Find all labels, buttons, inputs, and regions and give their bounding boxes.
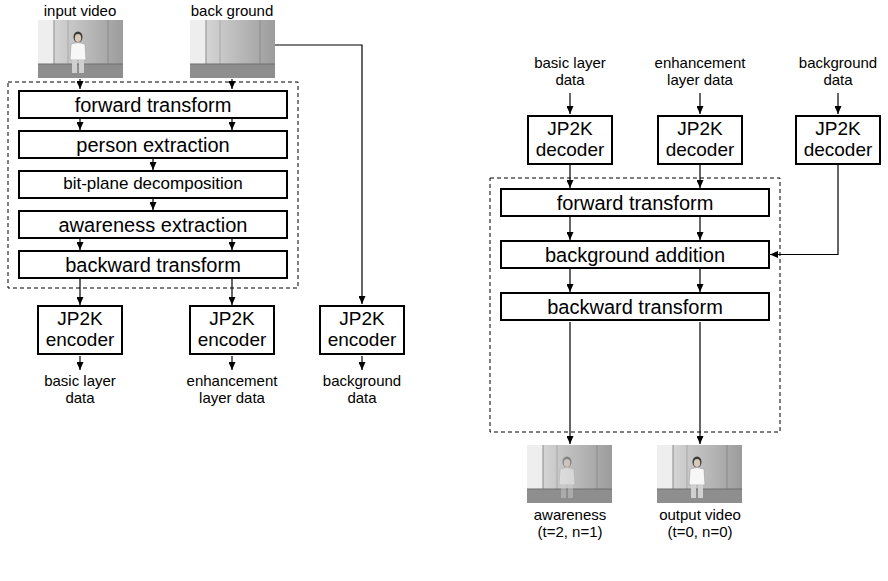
- process-box: awareness extraction: [18, 210, 288, 239]
- flow-arrow: [79, 119, 80, 130]
- flow-arrow: [569, 322, 570, 444]
- background-frame: [190, 20, 275, 78]
- process-box: bit-plane decomposition: [18, 170, 288, 199]
- process-box: forward transform: [500, 188, 770, 217]
- awareness-frame: [527, 445, 612, 503]
- box-text: awareness extraction: [59, 214, 248, 236]
- process-box: forward transform: [18, 90, 288, 119]
- flow-arrow: [79, 239, 80, 250]
- input-video-frame: [38, 20, 123, 78]
- process-box: backward transform: [500, 292, 770, 321]
- flow-arrow: [152, 199, 153, 210]
- box-text: JP2K encoder: [324, 309, 400, 351]
- flow-arrow: [699, 322, 700, 444]
- box-text: backward transform: [65, 254, 241, 276]
- flow-arrow: [152, 159, 153, 170]
- flow-arrow: [79, 356, 80, 370]
- caption-label: awareness (t=2, n=1): [522, 506, 618, 541]
- flow-arrow: [231, 119, 232, 130]
- box-text: forward transform: [75, 94, 232, 116]
- caption-label: background data: [314, 372, 410, 407]
- caption-label: input video: [25, 2, 135, 19]
- decoder-box: JP2K decoder: [657, 115, 743, 165]
- box-text: JP2K encoder: [194, 309, 270, 351]
- flow-arrow: [275, 45, 362, 304]
- box-text: JP2K decoder: [800, 119, 876, 161]
- box-text: background addition: [545, 244, 725, 266]
- flow-arrow: [569, 93, 570, 114]
- process-box: person extraction: [18, 130, 288, 159]
- box-text: JP2K decoder: [532, 119, 608, 161]
- encoder-box: JP2K encoder: [189, 305, 275, 355]
- flow-arrow: [231, 279, 232, 305]
- person-figure: [70, 32, 86, 74]
- process-box: backward transform: [18, 250, 288, 279]
- flow-arrow: [231, 356, 232, 370]
- box-text: forward transform: [557, 192, 714, 214]
- flow-arrow: [699, 269, 700, 292]
- person-figure: [689, 457, 705, 499]
- output-video-frame: [657, 445, 742, 503]
- dashed-group-frame: [8, 82, 298, 288]
- box-text: JP2K decoder: [662, 119, 738, 161]
- flow-arrow: [770, 165, 838, 255]
- flow-arrow: [231, 79, 232, 89]
- process-box: background addition: [500, 240, 770, 269]
- caption-label: basic layer data: [32, 372, 128, 407]
- box-text: backward transform: [547, 296, 723, 318]
- box-text: bit-plane decomposition: [63, 175, 243, 194]
- flow-arrow: [569, 217, 570, 240]
- box-text: person extraction: [76, 134, 229, 156]
- flow-arrow: [361, 356, 362, 370]
- flow-arrow: [699, 93, 700, 114]
- caption-label: enhancement layer data: [184, 372, 280, 407]
- caption-label: basic layer data: [522, 54, 618, 89]
- flow-arrow: [699, 165, 700, 188]
- caption-label: background data: [790, 54, 886, 89]
- flow-arrow: [699, 217, 700, 240]
- flow-arrow: [569, 165, 570, 188]
- flow-arrow: [837, 93, 838, 114]
- caption-label: output video (t=0, n=0): [652, 506, 748, 541]
- dashed-group-frame: [490, 178, 780, 432]
- decoder-box: JP2K decoder: [795, 115, 881, 165]
- flow-arrow: [79, 279, 80, 305]
- box-text: JP2K encoder: [42, 309, 118, 351]
- caption-label: back ground: [177, 2, 287, 19]
- person-figure: [559, 457, 575, 499]
- flow-arrow: [231, 239, 232, 250]
- encoder-box: JP2K encoder: [37, 305, 123, 355]
- decoder-box: JP2K decoder: [527, 115, 613, 165]
- flow-arrow: [569, 269, 570, 292]
- caption-label: enhancement layer data: [652, 54, 748, 89]
- encoder-box: JP2K encoder: [319, 305, 405, 355]
- flow-arrow: [79, 79, 80, 89]
